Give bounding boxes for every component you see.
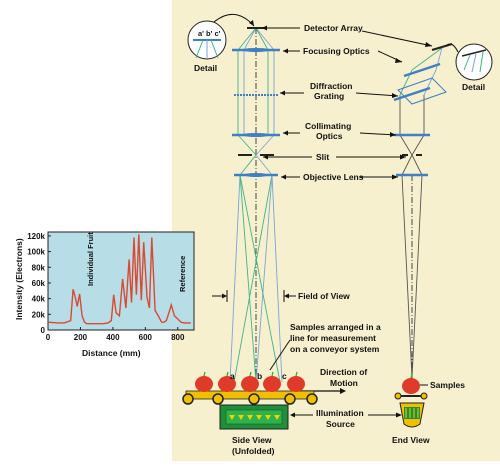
chart-y-axis-label: Intensity (Electrons): [14, 238, 24, 320]
direction-label-2: Motion: [330, 378, 358, 388]
objective-lens-element: [234, 173, 278, 177]
detail-left-marks: a' b' c': [198, 29, 221, 38]
illumination-arrowhead-right: [396, 412, 402, 418]
conveyor-end-view: [394, 392, 428, 400]
side-view-label-1: Side View: [232, 435, 272, 445]
apple: [218, 371, 236, 392]
slit-label: Slit: [316, 152, 329, 162]
point-c-label: c: [282, 371, 287, 381]
x-tick-label: 200: [74, 333, 88, 342]
chart-x-ticks: 0 200 400 600 800: [46, 333, 185, 342]
chart-x-axis-label: Distance (mm): [82, 348, 141, 358]
field-of-view-label: Field of View: [298, 291, 350, 301]
samples-note-line2: line for measurement: [290, 333, 376, 343]
illumination-label-2: Source: [326, 419, 355, 429]
samples-note-line1: Samples arranged in a: [290, 322, 381, 332]
apple: [287, 371, 305, 392]
focusing-optics-element: [232, 48, 280, 52]
direction-arrowhead: [340, 388, 346, 394]
illumination-arrowhead-left: [290, 412, 295, 418]
apple: [195, 371, 213, 392]
side-view-rays: [229, 27, 283, 383]
apples-side-view: [195, 371, 305, 392]
annotation-individual-fruit: Individual Fruit: [86, 232, 95, 286]
y-tick-label: 60k: [32, 279, 46, 288]
side-view-optics: [229, 27, 283, 390]
samples-note-leader: [269, 339, 291, 371]
arrowheads: [262, 25, 432, 180]
apple: [263, 371, 281, 392]
direction-label-1: Direction of: [320, 367, 367, 377]
detector-array-label: Detector Array: [304, 23, 363, 33]
collimating-optics-element: [232, 133, 280, 137]
annotation-reference: Reference: [178, 256, 187, 292]
samples-label: Samples: [430, 380, 465, 390]
x-tick-label: 600: [139, 333, 153, 342]
optics-label: Optics: [316, 131, 343, 141]
chart-gridlines: [47, 235, 179, 331]
end-view-optics: [393, 43, 453, 380]
apple: [241, 371, 259, 392]
detail-right-label: Detail: [462, 82, 485, 92]
samples-note-line3: on a conveyor system: [290, 344, 380, 354]
point-b-label: b: [257, 371, 262, 381]
chart-y-ticks: 0 20k 40k 60k 80k 100k 120k: [27, 232, 45, 335]
diffraction-label: Diffraction: [310, 81, 353, 91]
x-tick-label: 800: [171, 333, 185, 342]
y-tick-label: 0: [41, 326, 46, 335]
fov-arrow-left: [222, 293, 227, 299]
chart-plot-area: [47, 231, 195, 331]
y-tick-label: 20k: [32, 310, 46, 319]
objective-lens-label: Objective Lens: [303, 172, 364, 182]
detail-right-inset: [445, 43, 493, 81]
side-view-label-2: (Unfolded): [232, 446, 275, 456]
detail-left-label: Detail: [194, 63, 217, 73]
point-a-label: a: [230, 371, 235, 381]
illumination-label-1: Illumination: [316, 408, 364, 418]
y-tick-label: 80k: [32, 263, 46, 272]
y-tick-label: 40k: [32, 295, 46, 304]
illumination-source-side: [219, 404, 289, 430]
fov-arrow-right: [284, 293, 289, 299]
grating-label: Grating: [314, 91, 344, 101]
x-tick-label: 400: [106, 333, 120, 342]
detail-left-inset: a' b' c': [187, 14, 255, 60]
intensity-chart: 0 20k 40k 60k 80k 100k 120k 0 200 400 600 800 Dist…: [14, 231, 195, 358]
collimating-label: Collimating: [305, 121, 351, 131]
apple-end-view: [402, 373, 420, 394]
x-tick-label: 0: [46, 333, 51, 342]
y-tick-label: 120k: [27, 232, 45, 241]
focusing-optics-label: Focusing Optics: [303, 46, 370, 56]
illumination-source-end: [399, 402, 425, 428]
end-view-label: End View: [392, 435, 430, 445]
y-tick-label: 100k: [27, 248, 45, 257]
intensity-series-line: [47, 234, 191, 325]
